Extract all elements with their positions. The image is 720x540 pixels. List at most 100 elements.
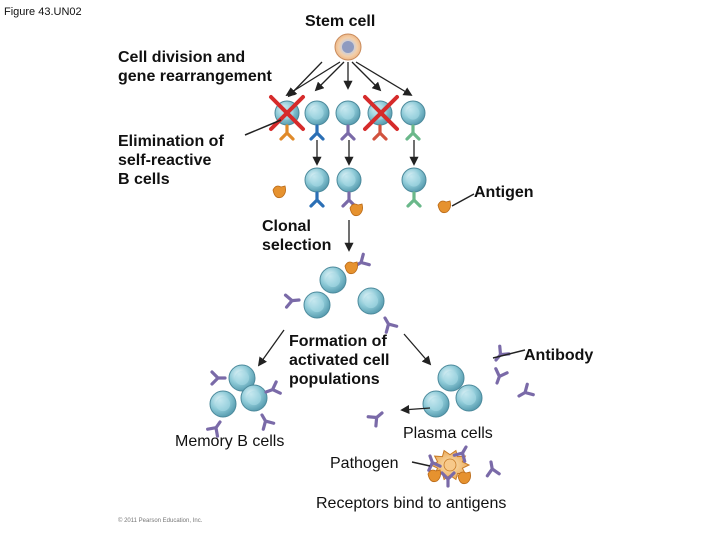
antibody-icon	[427, 454, 442, 472]
receptor-arm	[427, 454, 442, 472]
stem-cell	[334, 33, 362, 61]
antigen-icon	[457, 471, 471, 485]
receptor-arm	[494, 367, 509, 385]
receptor-arm	[309, 124, 325, 141]
receptor-arm	[383, 316, 399, 334]
plasma-arrow	[403, 333, 432, 366]
receptor-arm	[485, 460, 501, 478]
b-cell	[240, 384, 268, 412]
cell-nucleus	[443, 370, 459, 386]
division-arrow	[314, 61, 345, 92]
plasma-output-arrow	[400, 404, 431, 415]
cell-nucleus	[363, 293, 379, 309]
elimination-label: Elimination of self-reactive B cells	[118, 133, 224, 189]
b-cell	[209, 390, 237, 418]
receptor-arm	[206, 420, 222, 438]
b-cell	[401, 167, 427, 193]
receptor-icon	[383, 316, 399, 334]
cell-nucleus	[246, 390, 262, 406]
receptor-arm	[440, 471, 456, 488]
cell-nucleus	[461, 390, 477, 406]
cell-nucleus	[309, 297, 325, 313]
cell-nucleus	[341, 106, 355, 120]
receptor-icon	[405, 124, 421, 141]
formation-label: Formation of activated cell populations	[289, 333, 390, 389]
cell-nucleus	[407, 173, 421, 187]
receptor-icon	[309, 191, 325, 208]
antigen-leader	[451, 193, 475, 207]
division-arrow	[287, 61, 323, 98]
plasma-cells-label: Plasma cells	[403, 425, 493, 442]
antibody-icon	[440, 471, 456, 488]
antibody-icon	[452, 445, 468, 463]
receptor-icon	[372, 124, 388, 141]
receptor-icon	[210, 370, 227, 386]
b-cell	[303, 291, 331, 319]
receptor-arm	[372, 124, 388, 141]
receptor-arm	[283, 293, 301, 309]
stem-cell-nucleus	[342, 41, 354, 53]
receptor-arm	[309, 191, 325, 208]
b-cell	[228, 364, 256, 392]
antigen-icon	[427, 469, 441, 483]
antibody-icon	[517, 382, 535, 398]
receptor-arm	[340, 124, 356, 141]
pathogen-label: Pathogen	[330, 455, 399, 472]
antigen-icon	[272, 185, 286, 199]
receptor-icon	[309, 124, 325, 141]
receptors-bind-label: Receptors bind to antigens	[316, 495, 507, 512]
antibody-leader	[492, 349, 526, 359]
b-cell	[400, 100, 426, 126]
division-arrow	[355, 61, 413, 96]
receptor-icon	[264, 380, 282, 395]
cell-nucleus	[406, 106, 420, 120]
cell-division-label: Cell division and gene rearrangement	[118, 49, 272, 86]
receptor-icon	[340, 124, 356, 141]
figure-label: Figure 43.UN02	[4, 6, 82, 18]
pathogen-core	[443, 458, 457, 472]
receptor-icon	[206, 420, 222, 438]
antibody-icon	[494, 367, 509, 385]
antigen-icon	[344, 261, 358, 275]
cell-nucleus	[325, 272, 341, 288]
cross-stroke	[269, 95, 305, 131]
cell-nucleus	[310, 106, 324, 120]
receptor-arm	[279, 124, 295, 141]
receptor-icon	[260, 413, 276, 431]
division-arrow	[351, 61, 382, 92]
receptor-arm	[210, 370, 227, 386]
receptor-icon	[283, 293, 301, 309]
pathogen-leader	[411, 461, 431, 467]
b-cell	[304, 167, 330, 193]
cross-stroke	[363, 95, 399, 131]
b-cell	[335, 100, 361, 126]
antibody-icon	[366, 411, 384, 428]
b-cell	[455, 384, 483, 412]
cell-nucleus	[215, 396, 231, 412]
receptor-icon	[279, 124, 295, 141]
b-cell	[437, 364, 465, 392]
stem-cell-label: Stem cell	[305, 13, 376, 30]
antibody-icon	[485, 460, 501, 478]
receptor-arm	[264, 380, 282, 395]
b-cell	[357, 287, 385, 315]
b-cell	[422, 390, 450, 418]
memory-arrow	[257, 329, 285, 367]
receptor-arm	[260, 413, 276, 431]
b-cell	[336, 167, 362, 193]
copyright-text: © 2011 Pearson Education, Inc.	[118, 518, 203, 524]
receptor-arm	[406, 191, 422, 208]
cell-nucleus	[428, 396, 444, 412]
eliminated-cross-icon	[363, 95, 399, 131]
antibody-label: Antibody	[524, 347, 594, 364]
cell-nucleus	[342, 173, 356, 187]
elimination-leader	[244, 119, 282, 136]
receptor-arm	[517, 382, 535, 398]
eliminated-cross-icon	[269, 95, 305, 131]
receptor-arm	[452, 445, 468, 463]
receptor-arm	[405, 124, 421, 141]
receptor-icon	[406, 191, 422, 208]
b-cell	[319, 266, 347, 294]
receptor-arm	[366, 411, 384, 428]
